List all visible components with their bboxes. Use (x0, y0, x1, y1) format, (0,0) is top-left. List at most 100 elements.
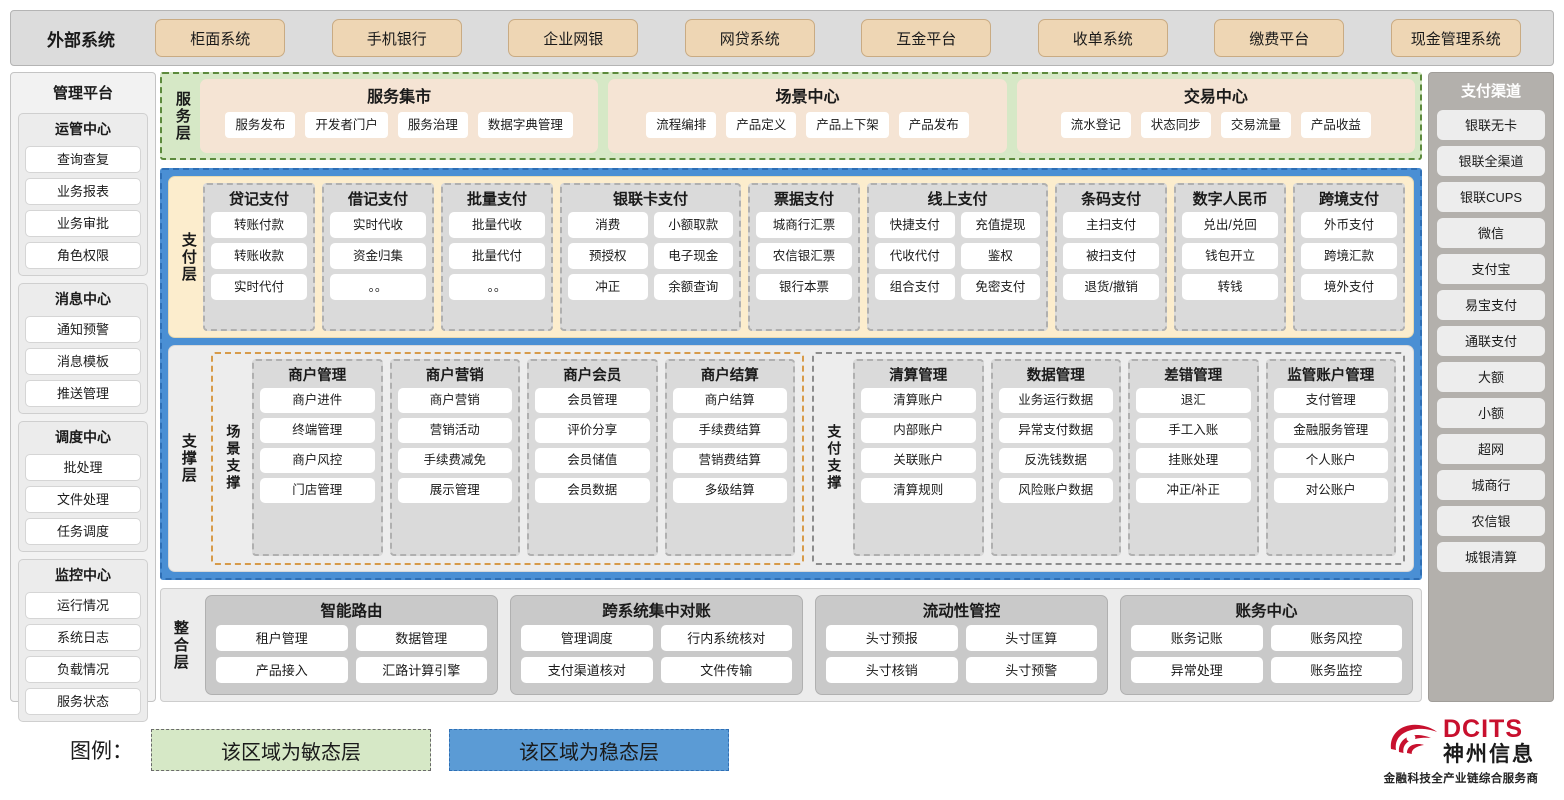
integration-item[interactable]: 租户管理 (216, 625, 348, 651)
integration-item[interactable]: 管理调度 (521, 625, 653, 651)
management-item[interactable]: 查询查复 (25, 146, 141, 173)
payment-item[interactable]: 退货/撤销 (1063, 274, 1160, 300)
payment-item[interactable]: 电子现金 (653, 243, 734, 269)
service-item[interactable]: 流水登记 (1060, 112, 1131, 138)
management-item[interactable]: 业务审批 (25, 210, 141, 237)
payment-item[interactable]: 兑出/兑回 (1182, 212, 1279, 238)
external-system-chip[interactable]: 网贷系统 (684, 19, 815, 57)
payment-item[interactable]: 实时代付 (211, 274, 307, 300)
payment-item[interactable]: 农信银汇票 (756, 243, 853, 269)
service-item[interactable]: 服务发布 (225, 112, 296, 138)
support-item[interactable]: 商户风控 (260, 448, 375, 473)
integration-item[interactable]: 异常处理 (1131, 657, 1263, 683)
integration-item[interactable]: 头寸核销 (826, 657, 958, 683)
payment-item[interactable]: 组合支付 (875, 274, 955, 300)
payment-item[interactable]: 消费 (567, 212, 648, 238)
support-item[interactable]: 清算账户 (861, 388, 976, 413)
payment-item[interactable]: 转钱 (1182, 274, 1279, 300)
support-item[interactable]: 会员储值 (535, 448, 650, 473)
payment-item[interactable]: 被扫支付 (1063, 243, 1160, 269)
integration-item[interactable]: 账务监控 (1270, 657, 1402, 683)
support-item[interactable]: 个人账户 (1273, 448, 1388, 473)
management-item[interactable]: 运行情况 (25, 592, 141, 619)
integration-item[interactable]: 行内系统核对 (660, 625, 792, 651)
service-item[interactable]: 产品定义 (726, 112, 797, 138)
integration-item[interactable]: 头寸预警 (965, 657, 1097, 683)
support-item[interactable]: 冲正/补正 (1136, 478, 1251, 503)
external-system-chip[interactable]: 互金平台 (861, 19, 992, 57)
support-item[interactable]: 手工入账 (1136, 418, 1251, 443)
support-item[interactable]: 多级结算 (672, 478, 787, 503)
support-item[interactable]: 门店管理 (260, 478, 375, 503)
integration-item[interactable]: 账务记账 (1131, 625, 1263, 651)
integration-item[interactable]: 支付渠道核对 (521, 657, 653, 683)
support-item[interactable]: 会员管理 (535, 388, 650, 413)
support-item[interactable]: 业务运行数据 (998, 388, 1113, 413)
payment-item[interactable]: 境外支付 (1301, 274, 1398, 300)
payment-item[interactable]: 银行本票 (756, 274, 853, 300)
integration-item[interactable]: 头寸预报 (826, 625, 958, 651)
payment-item[interactable]: 批量代收 (448, 212, 545, 238)
payment-channel-item[interactable]: 城银清算 (1437, 542, 1545, 572)
payment-item[interactable]: 批量代付 (448, 243, 545, 269)
management-item[interactable]: 负载情况 (25, 656, 141, 683)
support-item[interactable]: 退汇 (1136, 388, 1251, 413)
payment-channel-item[interactable]: 通联支付 (1437, 326, 1545, 356)
management-item[interactable]: 服务状态 (25, 688, 141, 715)
management-item[interactable]: 推送管理 (25, 380, 141, 407)
support-item[interactable]: 清算规则 (861, 478, 976, 503)
integration-item[interactable]: 账务风控 (1270, 625, 1402, 651)
payment-channel-item[interactable]: 银联无卡 (1437, 110, 1545, 140)
service-item[interactable]: 产品上下架 (806, 112, 889, 138)
support-item[interactable]: 内部账户 (861, 418, 976, 443)
support-item[interactable]: 会员数据 (535, 478, 650, 503)
payment-item[interactable]: 免密支付 (960, 274, 1041, 300)
payment-item[interactable]: 余额查询 (653, 274, 734, 300)
payment-item[interactable]: 小额取款 (653, 212, 734, 238)
payment-channel-item[interactable]: 微信 (1437, 218, 1545, 248)
management-item[interactable]: 任务调度 (25, 518, 141, 545)
support-item[interactable]: 对公账户 (1273, 478, 1388, 503)
payment-item[interactable]: 资金归集 (329, 243, 426, 269)
external-system-chip[interactable]: 现金管理系统 (1390, 19, 1521, 57)
management-item[interactable]: 文件处理 (25, 486, 141, 513)
payment-item[interactable]: 跨境汇款 (1301, 243, 1398, 269)
external-system-chip[interactable]: 手机银行 (331, 19, 462, 57)
payment-item[interactable]: 充值提现 (960, 212, 1041, 238)
external-system-chip[interactable]: 企业网银 (508, 19, 639, 57)
service-item[interactable]: 数据字典管理 (477, 112, 573, 138)
payment-item[interactable]: 。。 (448, 274, 545, 300)
management-item[interactable]: 批处理 (25, 454, 141, 481)
payment-item[interactable]: 实时代收 (329, 212, 426, 238)
external-system-chip[interactable]: 收单系统 (1037, 19, 1168, 57)
service-item[interactable]: 服务治理 (397, 112, 468, 138)
payment-item[interactable]: 快捷支付 (875, 212, 955, 238)
payment-item[interactable]: 预授权 (567, 243, 648, 269)
integration-item[interactable]: 头寸匡算 (965, 625, 1097, 651)
support-item[interactable]: 手续费结算 (672, 418, 787, 443)
support-item[interactable]: 商户进件 (260, 388, 375, 413)
management-item[interactable]: 消息模板 (25, 348, 141, 375)
payment-item[interactable]: 钱包开立 (1182, 243, 1279, 269)
support-item[interactable]: 关联账户 (861, 448, 976, 473)
payment-channel-item[interactable]: 城商行 (1437, 470, 1545, 500)
support-item[interactable]: 反洗钱数据 (998, 448, 1113, 473)
support-item[interactable]: 商户营销 (397, 388, 512, 413)
payment-item[interactable]: 外币支付 (1301, 212, 1398, 238)
support-item[interactable]: 金融服务管理 (1273, 418, 1388, 443)
support-item[interactable]: 风险账户数据 (998, 478, 1113, 503)
service-item[interactable]: 产品发布 (898, 112, 969, 138)
support-item[interactable]: 营销费结算 (672, 448, 787, 473)
payment-item[interactable]: 代收代付 (875, 243, 955, 269)
payment-channel-item[interactable]: 银联全渠道 (1437, 146, 1545, 176)
integration-item[interactable]: 文件传输 (660, 657, 792, 683)
service-item[interactable]: 状态同步 (1140, 112, 1211, 138)
support-item[interactable]: 评价分享 (535, 418, 650, 443)
support-item[interactable]: 支付管理 (1273, 388, 1388, 413)
service-item[interactable]: 开发者门户 (305, 112, 388, 138)
support-item[interactable]: 终端管理 (260, 418, 375, 443)
support-item[interactable]: 手续费减免 (397, 448, 512, 473)
payment-channel-item[interactable]: 易宝支付 (1437, 290, 1545, 320)
payment-item[interactable]: 城商行汇票 (756, 212, 853, 238)
service-item[interactable]: 流程编排 (646, 112, 717, 138)
